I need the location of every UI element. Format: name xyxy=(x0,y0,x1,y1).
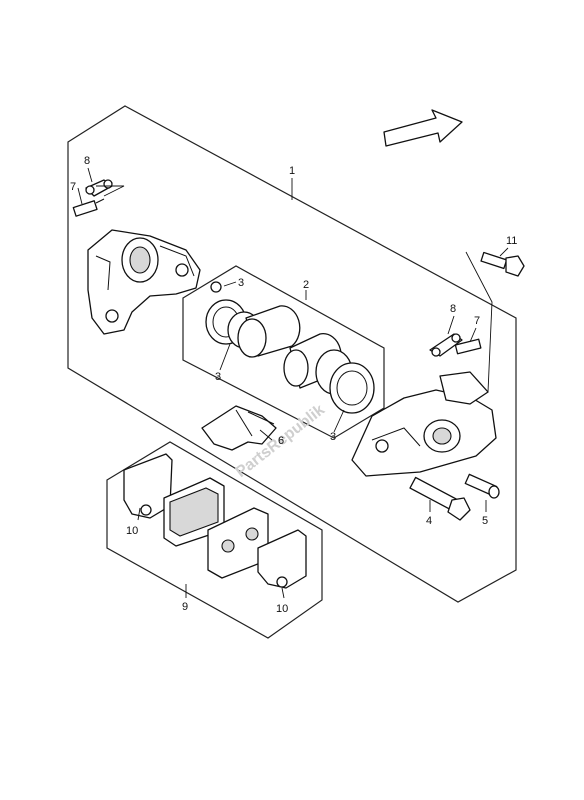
callout-9: 9 xyxy=(182,601,188,613)
callout-10-left: 10 xyxy=(126,525,138,537)
callout-6: 6 xyxy=(278,435,284,447)
pad-spring xyxy=(201,405,277,451)
brake-pad-shim-left xyxy=(123,453,173,519)
piston-group-box xyxy=(182,265,385,439)
callout-1: 1 xyxy=(289,165,295,177)
right-caliper-body xyxy=(351,371,497,477)
caliper-assembly-box xyxy=(67,105,517,603)
callout-8-right: 8 xyxy=(450,303,456,315)
brake-pad-shim-right xyxy=(257,529,307,589)
callout-5: 5 xyxy=(482,515,488,527)
inner-piston xyxy=(237,305,301,358)
callout-3-right: 3 xyxy=(330,431,336,443)
left-caliper-bracket xyxy=(87,229,201,335)
callout-3-top: 3 xyxy=(238,277,244,289)
right-bleeder-screw xyxy=(454,338,482,355)
callout-11: 11 xyxy=(506,235,517,247)
right-bleeder-cap xyxy=(429,333,463,357)
callout-7-right: 7 xyxy=(474,315,480,327)
front-direction-arrow-icon xyxy=(383,109,463,147)
left-bleeder-cap xyxy=(85,179,113,197)
pin-5 xyxy=(464,473,500,499)
inner-seal-small xyxy=(210,281,222,293)
bolt-11 xyxy=(480,251,525,277)
left-bleeder-screw xyxy=(72,198,105,217)
pin-bolt-4 xyxy=(409,476,471,521)
callout-2: 2 xyxy=(303,279,309,291)
pad-set-box xyxy=(106,441,323,639)
callout-4: 4 xyxy=(426,515,432,527)
callout-3-left: 3 xyxy=(215,371,221,383)
leader-lines xyxy=(77,167,509,599)
outer-seal-ring xyxy=(315,349,375,414)
callout-10-right: 10 xyxy=(276,603,288,615)
callout-7-left: 7 xyxy=(70,181,76,193)
callout-8-left: 8 xyxy=(84,155,90,167)
